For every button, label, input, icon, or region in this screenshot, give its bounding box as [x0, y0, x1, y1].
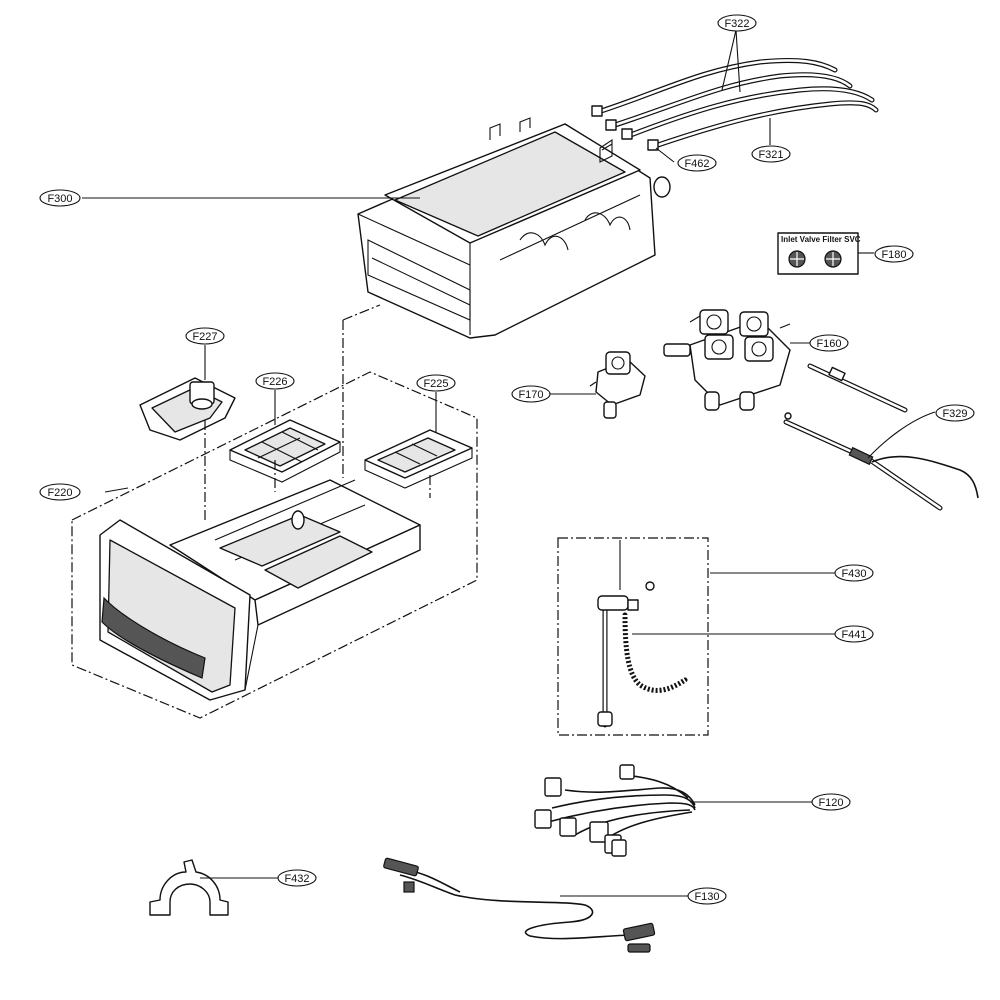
svg-text:F120: F120 [818, 797, 843, 809]
housing-drawer-link [342, 304, 381, 478]
label-f430[interactable]: F430 [834, 564, 874, 582]
label-f300[interactable]: F300 [39, 189, 81, 207]
svg-text:F160: F160 [816, 338, 841, 350]
svg-text:F432: F432 [284, 873, 309, 885]
dispenser-housing-f300[interactable] [357, 117, 671, 339]
label-f432[interactable]: F432 [277, 869, 317, 887]
inlet-valve-f170[interactable] [589, 351, 646, 419]
svg-text:F441: F441 [841, 629, 866, 641]
label-f225[interactable]: F225 [416, 374, 456, 392]
label-f180[interactable]: F180 [874, 245, 914, 263]
leader-lines [82, 29, 936, 897]
label-f120[interactable]: F120 [811, 793, 851, 811]
svg-text:F226: F226 [262, 376, 287, 388]
svg-text:F462: F462 [684, 158, 709, 170]
label-f220[interactable]: F220 [39, 483, 81, 501]
hose-assembly-outline [557, 537, 709, 736]
wire-harness-f120[interactable] [534, 764, 696, 857]
label-f130[interactable]: F130 [687, 887, 727, 905]
svg-text:F220: F220 [47, 487, 72, 499]
inlet-hose-f321[interactable] [652, 100, 879, 149]
label-f329[interactable]: F329 [935, 404, 975, 422]
label-f322[interactable]: F322 [717, 14, 757, 32]
cable-assembly-f130[interactable] [383, 857, 656, 953]
dispenser-drawer-f220[interactable] [99, 479, 421, 701]
label-f226[interactable]: F226 [255, 372, 295, 390]
svg-text:F225: F225 [423, 378, 448, 390]
sensor-assembly-f329[interactable] [783, 363, 979, 511]
hose-clamps-f462[interactable] [591, 105, 659, 151]
inlet-valve-filter-kit-f180[interactable]: Inlet Valve Filter SVC [777, 232, 861, 275]
svg-text:F321: F321 [758, 149, 783, 161]
hose-assembly-f430[interactable] [597, 540, 655, 728]
inlet-valve-f160[interactable] [663, 309, 791, 411]
softener-insert-f225[interactable] [364, 429, 473, 489]
svg-text:F227: F227 [192, 331, 217, 343]
label-f160[interactable]: F160 [809, 334, 849, 352]
svg-text:F300: F300 [47, 193, 72, 205]
svg-text:F180: F180 [881, 249, 906, 261]
drawer-assembly-outline [71, 371, 478, 719]
label-f462[interactable]: F462 [677, 154, 717, 172]
label-f227[interactable]: F227 [185, 327, 225, 345]
hose-clip-f432[interactable] [149, 859, 229, 916]
svg-text:F130: F130 [694, 891, 719, 903]
label-f321[interactable]: F321 [751, 145, 791, 163]
svg-text:F430: F430 [841, 568, 866, 580]
svg-text:F322: F322 [724, 18, 749, 30]
svg-text:F170: F170 [518, 389, 543, 401]
label-f170[interactable]: F170 [511, 385, 551, 403]
svg-text:F329: F329 [942, 408, 967, 420]
filter-kit-title: Inlet Valve Filter SVC [781, 235, 861, 244]
label-f441[interactable]: F441 [834, 625, 874, 643]
inlet-hoses-f322[interactable] [595, 57, 875, 139]
detergent-insert-f226[interactable] [229, 419, 341, 483]
siphon-cap-f227[interactable] [139, 377, 236, 441]
hose-f441[interactable] [622, 612, 688, 694]
